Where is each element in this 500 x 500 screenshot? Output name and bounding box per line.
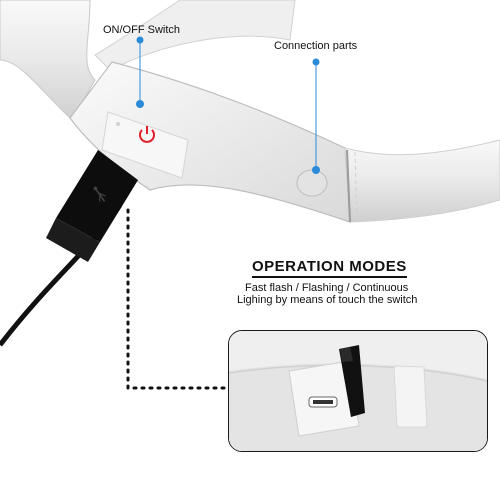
usb-symbol-icon <box>93 186 106 202</box>
switch-callout-dot <box>136 36 144 44</box>
operation-modes-line-2: Lighing by means of touch the switch <box>237 294 418 306</box>
connection-label: Connection parts <box>274 40 358 52</box>
operation-modes-title: OPERATION MODES <box>252 258 407 278</box>
connection-seam <box>346 149 351 223</box>
collar-tube-left <box>0 0 96 121</box>
connection-callout-dot <box>312 58 320 66</box>
switch-label: ON/OFF Switch <box>103 24 181 36</box>
inset-leader <box>126 208 230 390</box>
port-cover-flap[interactable] <box>339 345 365 417</box>
usb-plug <box>56 150 138 242</box>
connection-button[interactable] <box>296 169 328 197</box>
operation-modes-line-1: Fast flash / Flashing / Continuous <box>245 282 409 294</box>
collar-tube-right <box>344 139 500 223</box>
micro-usb-port[interactable] <box>308 396 338 408</box>
charging-port-inset <box>228 330 488 452</box>
power-icon[interactable] <box>139 126 155 143</box>
collar-tube-top <box>94 0 296 71</box>
switch-panel[interactable] <box>101 111 189 179</box>
